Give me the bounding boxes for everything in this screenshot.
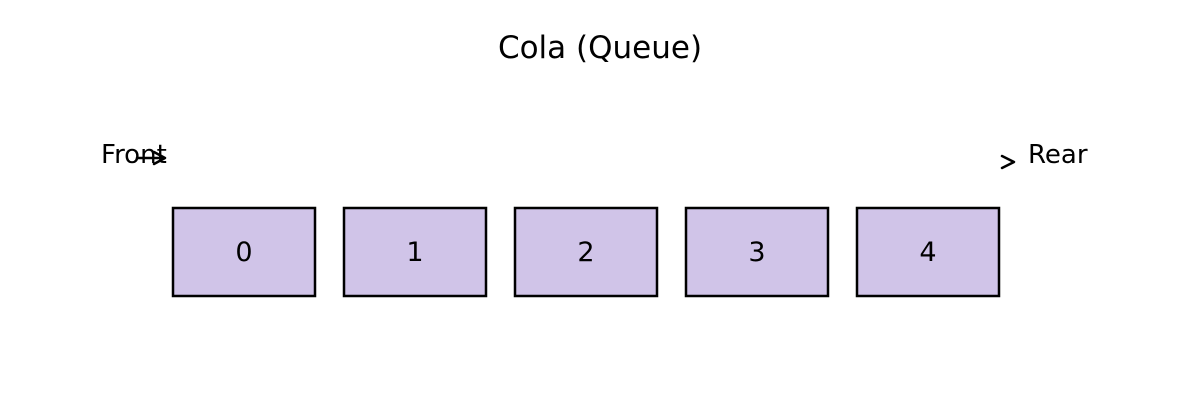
queue-cell-label: 0	[235, 237, 252, 268]
queue-cell-2: 2	[513, 206, 659, 298]
queue-cell-label: 4	[919, 237, 936, 268]
queue-cell-box	[342, 206, 488, 298]
diagram-title: Cola (Queue)	[498, 30, 702, 66]
rear-arrow-head	[1000, 154, 1016, 170]
queue-cell-1: 1	[342, 206, 488, 298]
queue-cell-box	[513, 206, 659, 298]
queue-cell-3: 3	[684, 206, 830, 298]
queue-cell-0: 0	[171, 206, 317, 298]
front-arrow-head	[152, 150, 167, 166]
queue-cell-label: 2	[577, 237, 594, 268]
queue-cell-label: 3	[748, 237, 765, 268]
front-label: Front	[101, 140, 167, 170]
rear-arrow-icon	[1000, 154, 1016, 170]
queue-cell-box	[171, 206, 317, 298]
front-arrow-icon	[135, 150, 167, 166]
queue-cell-box	[855, 206, 1001, 298]
queue-cell-label: 1	[406, 237, 423, 268]
queue-cells: 0 1 2 3 4	[171, 206, 1001, 298]
queue-cell-box	[684, 206, 830, 298]
queue-cell-4: 4	[855, 206, 1001, 298]
rear-label: Rear	[1028, 140, 1088, 170]
